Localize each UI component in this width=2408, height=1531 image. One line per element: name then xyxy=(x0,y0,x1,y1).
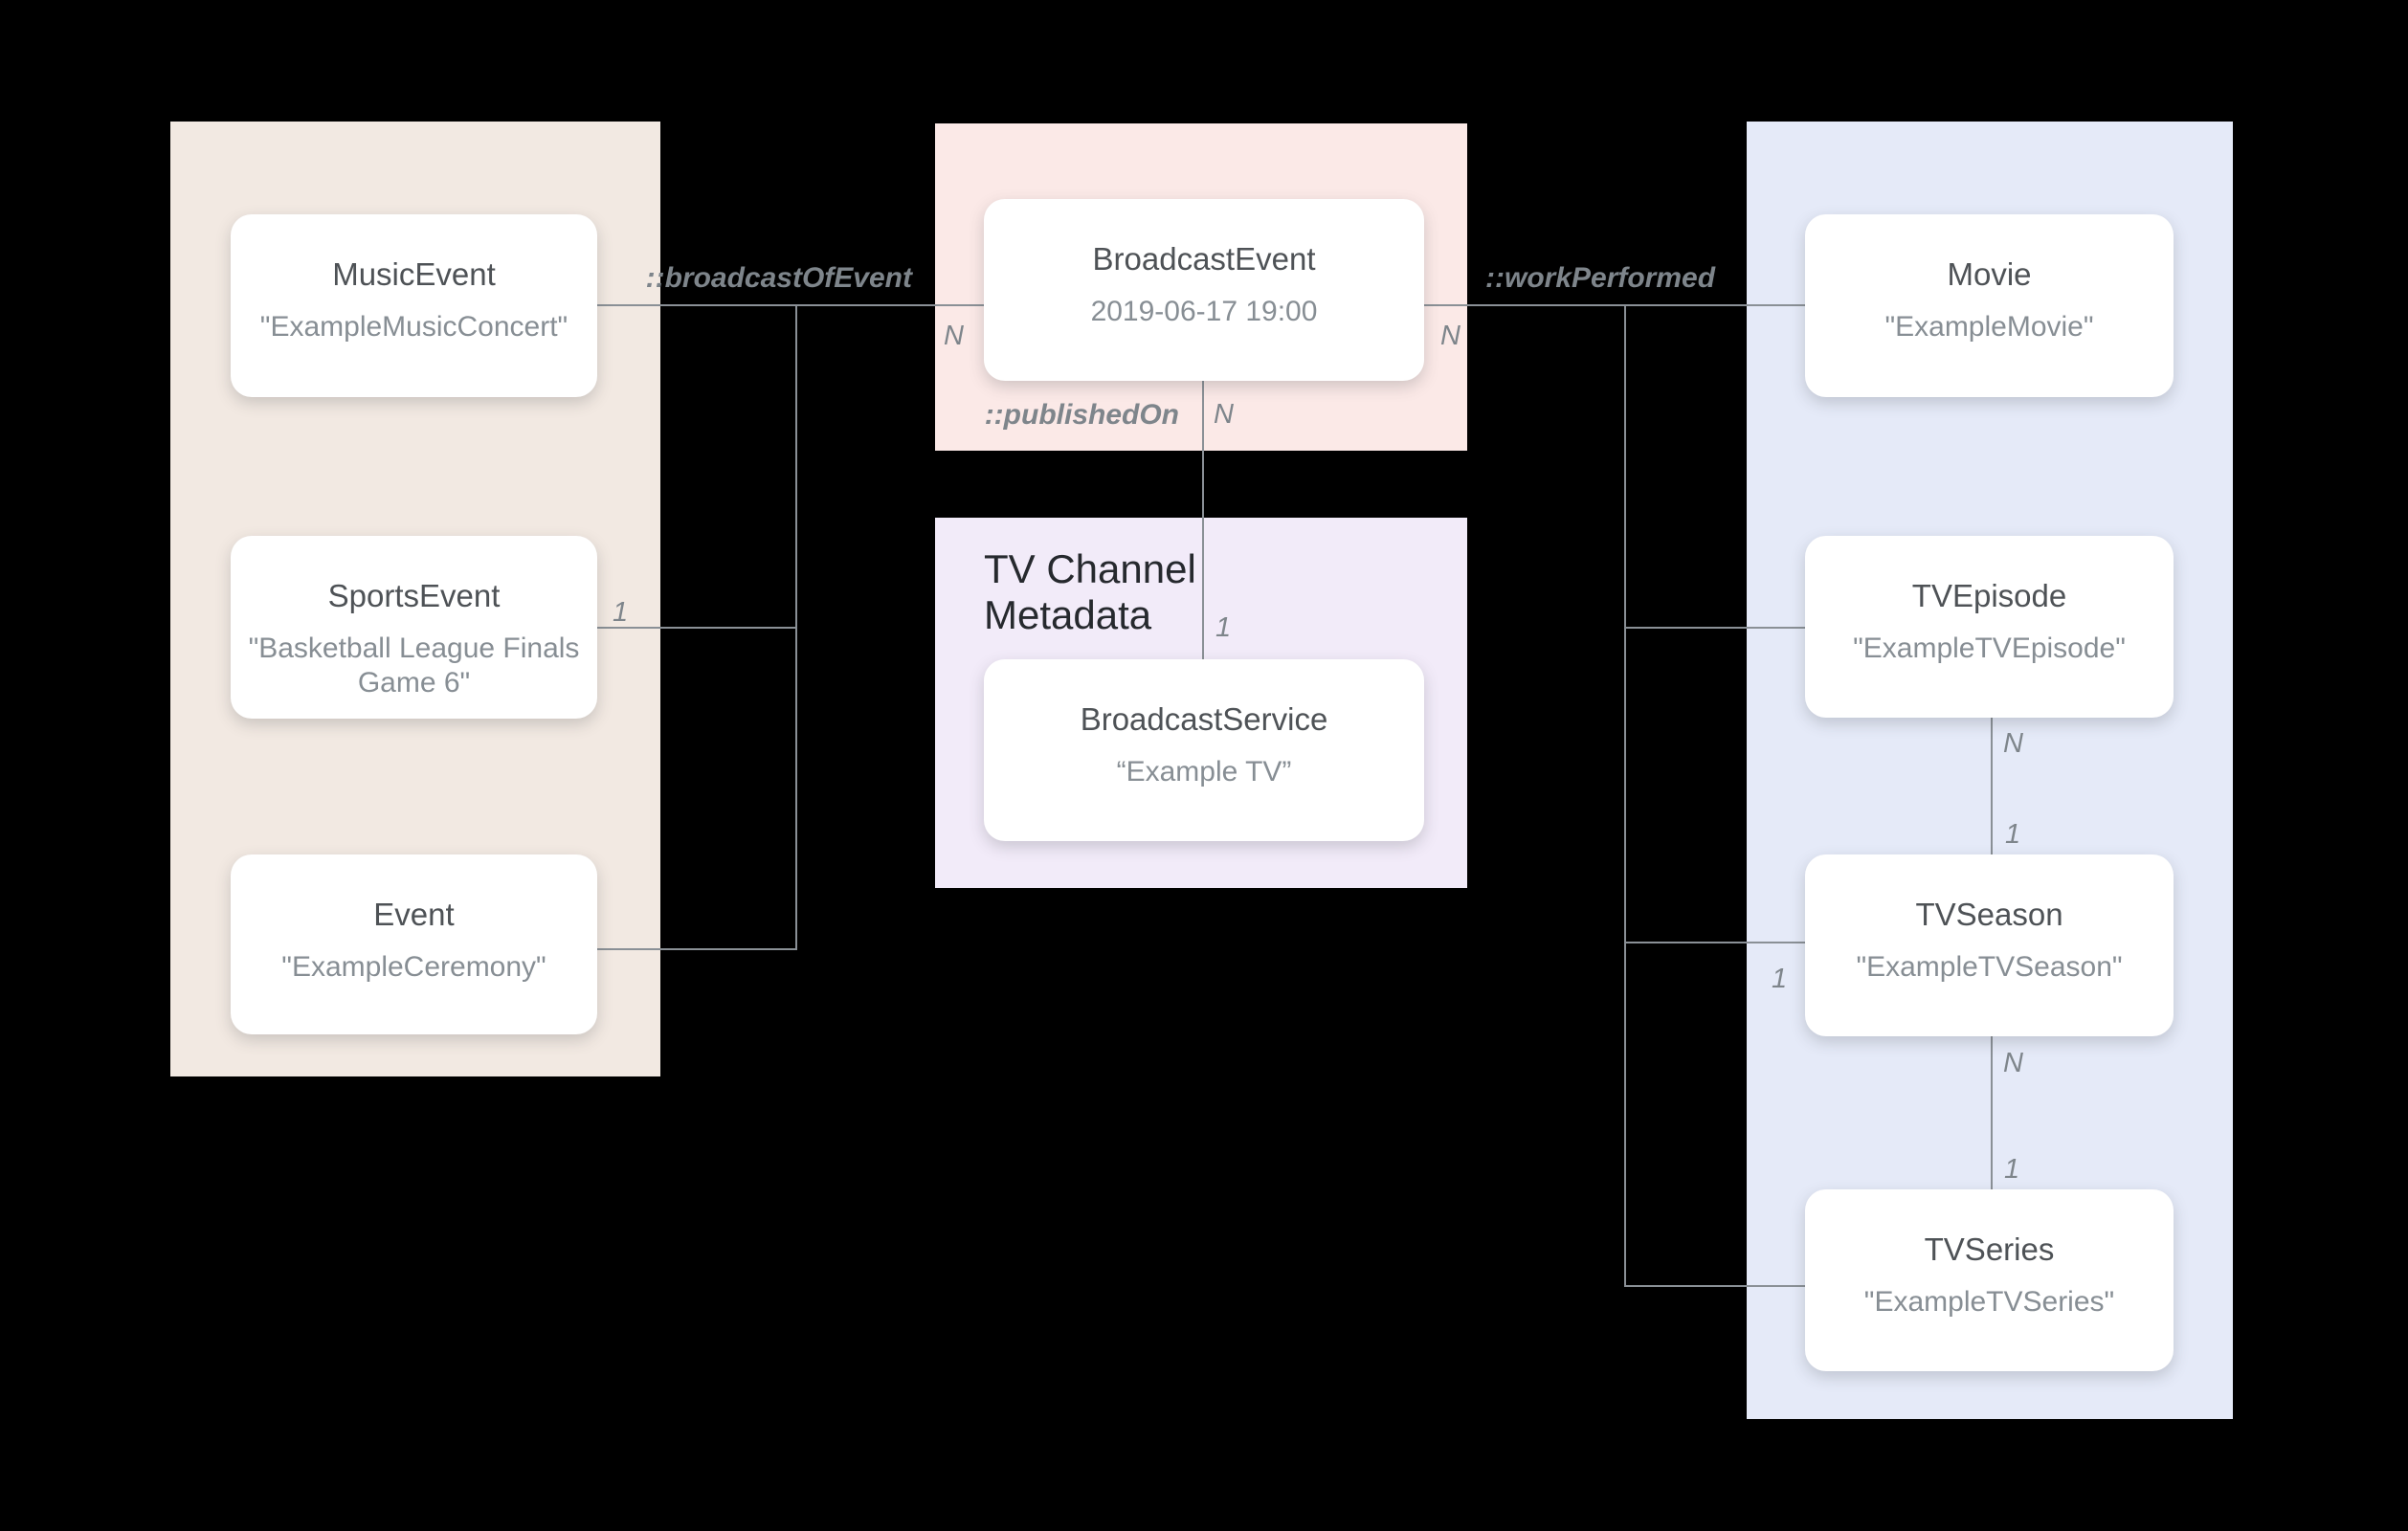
cardinality-published-n: N xyxy=(1214,399,1234,430)
cardinality-episode-season-1: 1 xyxy=(2005,819,2021,850)
edge-tvseason-stub xyxy=(1624,942,1805,943)
edge-broadcastevent-movie xyxy=(1424,304,1805,306)
node-broadcastevent: BroadcastEvent 2019-06-17 19:00 xyxy=(984,199,1424,381)
node-subtitle: "ExampleTVEpisode" xyxy=(1853,632,2126,664)
edge-tvepisode-tvseason xyxy=(1991,718,1993,854)
edge-tvseason-tvseries xyxy=(1991,1036,1993,1189)
node-subtitle: "ExampleMusicConcert" xyxy=(259,311,569,343)
edge-tvepisode-stub xyxy=(1624,627,1805,629)
node-title: MusicEvent xyxy=(332,256,496,292)
edge-media-branch-vertical xyxy=(1624,304,1626,1286)
node-subtitle: "ExampleTVSeason" xyxy=(1856,951,2123,983)
node-subtitle: 2019-06-17 19:00 xyxy=(1090,296,1318,327)
label-publishedon: ::publishedOn xyxy=(984,399,1179,431)
cardinality-broadcast-right-n: N xyxy=(1440,321,1460,351)
node-subtitle: "ExampleTVSeries" xyxy=(1863,1286,2115,1318)
node-movie: Movie "ExampleMovie" xyxy=(1805,214,2174,397)
tv-channel-metadata-group-title: TV Channel Metadata xyxy=(984,546,1196,637)
label-broadcastofevent: ::broadcastOfEvent xyxy=(645,262,912,294)
cardinality-episode-season-n: N xyxy=(2003,728,2023,759)
node-title: BroadcastService xyxy=(1080,701,1328,737)
node-subtitle: “Example TV” xyxy=(1116,756,1292,788)
node-title: BroadcastEvent xyxy=(1092,241,1316,277)
node-subtitle: "ExampleCeremony" xyxy=(281,951,546,983)
node-title: TVSeries xyxy=(1924,1231,2055,1267)
node-sportsevent: SportsEvent "Basketball League Finals Ga… xyxy=(231,536,597,719)
cardinality-sportsevent-1: 1 xyxy=(613,597,629,628)
node-musicevent: MusicEvent "ExampleMusicConcert" xyxy=(231,214,597,397)
node-title: TVSeason xyxy=(1915,897,2063,932)
cardinality-tvseason-left-1: 1 xyxy=(1772,964,1788,994)
label-workperformed: ::workPerformed xyxy=(1485,262,1716,294)
node-title: TVEpisode xyxy=(1911,578,2067,613)
node-title: SportsEvent xyxy=(327,578,501,613)
node-subtitle: "Basketball League Finals Game 6" xyxy=(248,632,580,699)
cardinality-broadcast-left-n: N xyxy=(944,321,964,351)
node-tvseason: TVSeason "ExampleTVSeason" xyxy=(1805,854,2174,1036)
edge-musicevent-broadcastevent xyxy=(597,304,984,306)
edge-broadcastevent-broadcastservice xyxy=(1202,380,1204,659)
node-title: Event xyxy=(373,897,455,932)
edge-tvseries-stub xyxy=(1624,1285,1805,1287)
node-title: Movie xyxy=(1947,256,2032,292)
node-tvepisode: TVEpisode "ExampleTVEpisode" xyxy=(1805,536,2174,718)
cardinality-published-1: 1 xyxy=(1215,612,1232,643)
edge-sportsevent-stub xyxy=(597,627,795,629)
node-event: Event "ExampleCeremony" xyxy=(231,854,597,1034)
cardinality-season-series-n: N xyxy=(2003,1048,2023,1078)
edge-events-branch-vertical xyxy=(795,304,797,950)
node-broadcastservice: BroadcastService “Example TV” xyxy=(984,659,1424,841)
node-tvseries: TVSeries "ExampleTVSeries" xyxy=(1805,1189,2174,1371)
cardinality-season-series-1: 1 xyxy=(2004,1154,2020,1185)
node-subtitle: "ExampleMovie" xyxy=(1884,311,2094,343)
edge-event-stub xyxy=(597,948,795,950)
